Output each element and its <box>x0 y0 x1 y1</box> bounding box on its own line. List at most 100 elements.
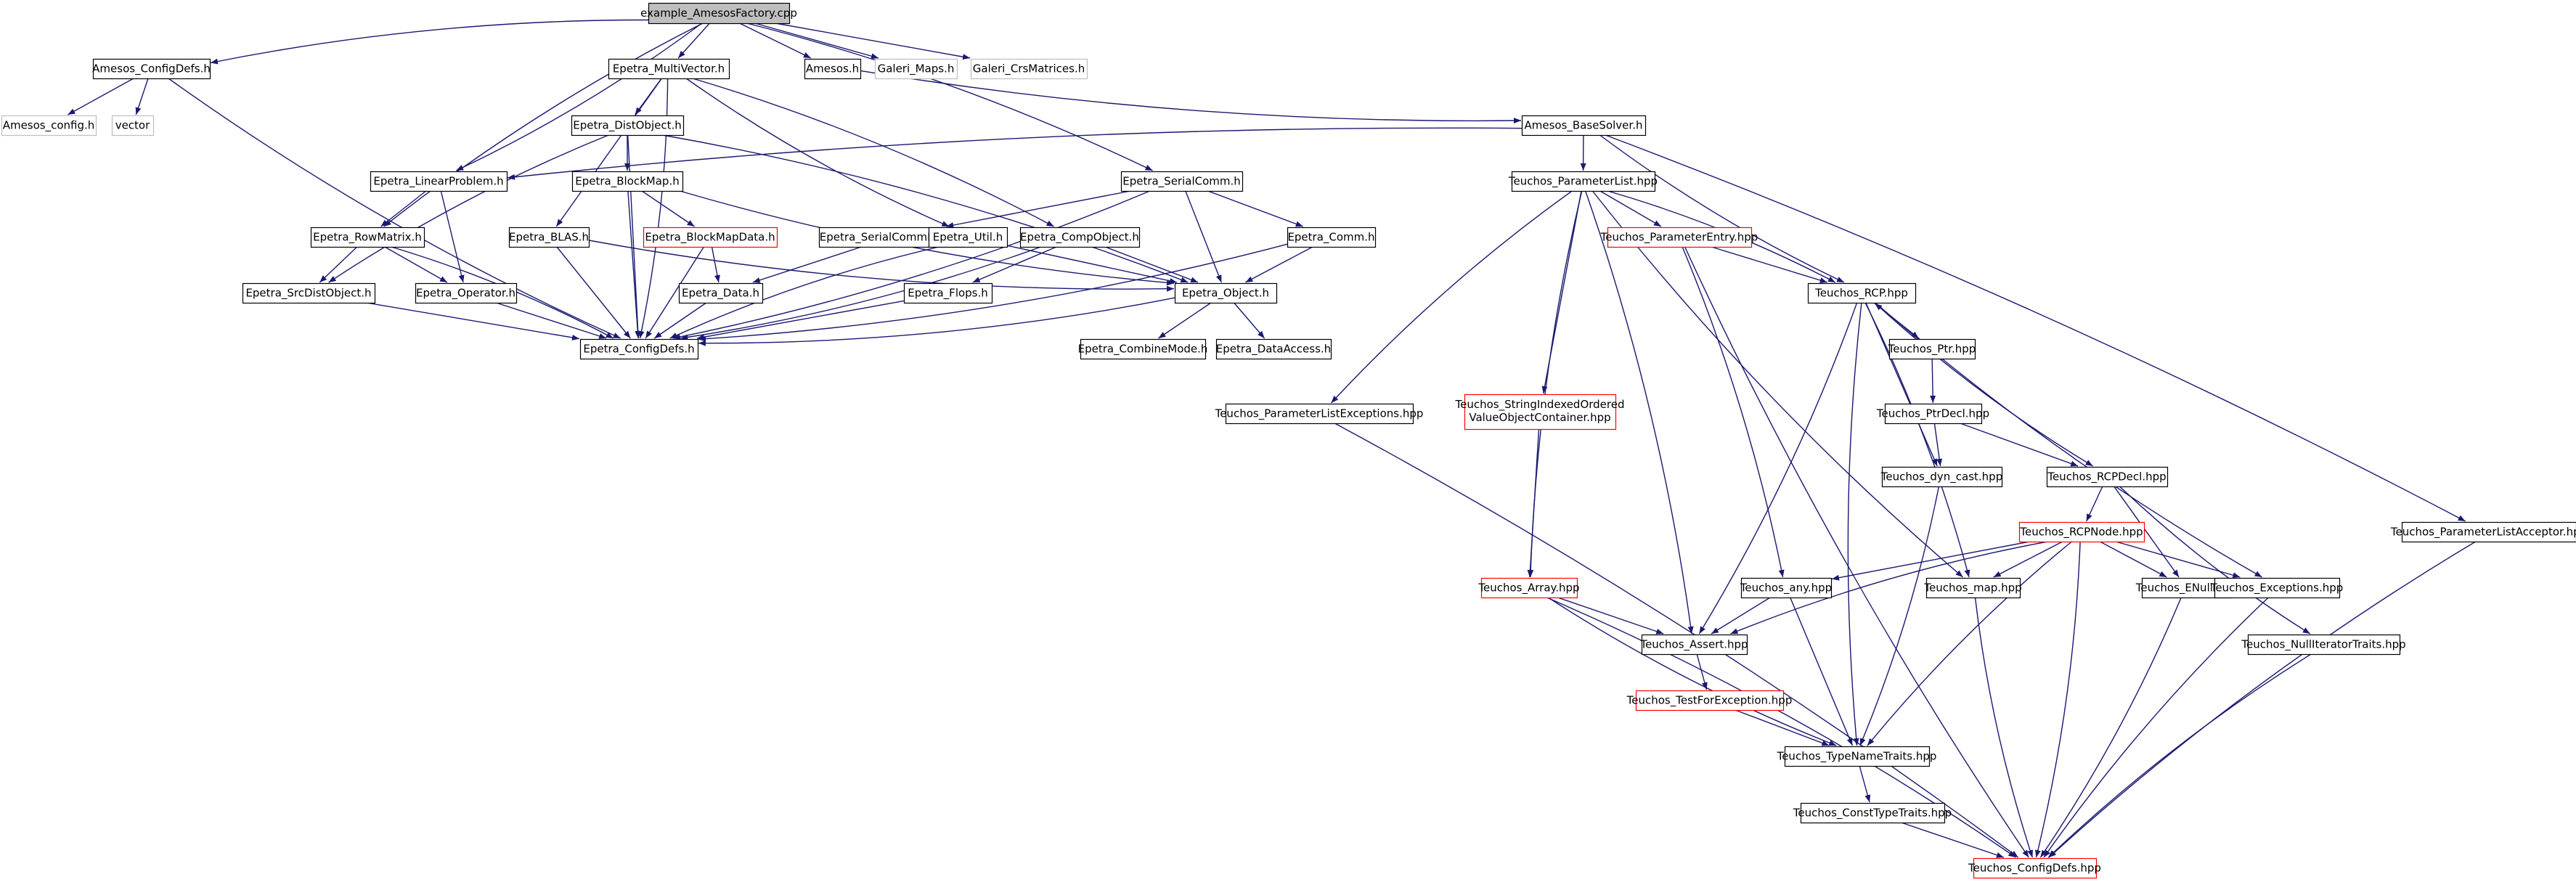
node-box <box>2214 577 2341 599</box>
edge-epetra_rowmatrix-to-epetra_srcdistobject <box>319 246 358 283</box>
node-teuchos-testforexc[interactable]: Teuchos_TestForException.hpp <box>1626 690 1793 711</box>
node-epetra-linearproblem[interactable]: Epetra_LinearProblem.h <box>370 171 508 192</box>
node-teuchos-stringindexed[interactable]: Teuchos_StringIndexedOrderedValueObjectC… <box>1455 393 1625 431</box>
node-epetra-util[interactable]: Epetra_Util.h <box>928 227 1008 248</box>
node-label: Teuchos_dyn_cast.hpp <box>1880 470 2002 484</box>
node-teuchos-plexceptions[interactable]: Teuchos_ParameterListExceptions.hpp <box>1215 403 1424 425</box>
node-epetra-distobject[interactable]: Epetra_DistObject.h <box>571 115 685 136</box>
node-teuchos-ptrdecl[interactable]: Teuchos_PtrDecl.hpp <box>1876 403 1989 425</box>
node-teuchos-nulliter[interactable]: Teuchos_NullIteratorTraits.hpp <box>2241 634 2406 656</box>
node-label: Teuchos_Array.hpp <box>1477 582 1579 595</box>
node-box <box>310 227 425 248</box>
node-epetra-operator[interactable]: Epetra_Operator.h <box>415 282 518 304</box>
node-teuchos-assert[interactable]: Teuchos_Assert.hpp <box>1639 634 1748 656</box>
node-box <box>1800 802 1946 824</box>
node-epetra-compobject[interactable]: Epetra_CompObject.h <box>1019 227 1141 248</box>
node-box <box>579 338 699 360</box>
node-epetra-rowmatrix[interactable]: Epetra_RowMatrix.h <box>310 227 425 248</box>
node-epetra-serialcomm[interactable]: Epetra_SerialComm.h <box>1120 171 1244 192</box>
edge-teuchos_rcpnode-to-teuchos_map <box>1993 541 2063 578</box>
node-box <box>571 115 685 136</box>
edge-teuchos_parameterentry-to-teuchos_any <box>1682 246 1785 578</box>
node-epetra-dataaccess[interactable]: Epetra_DataAccess.h <box>1216 338 1332 360</box>
edge-epetra_compobject-to-epetra_object <box>1104 246 1199 283</box>
node-label: Epetra_BlockMap.h <box>575 175 679 189</box>
node-label: Teuchos_RCPNode.hpp <box>2019 526 2143 539</box>
edge-root-to-epetra_serialcomm <box>746 23 1153 171</box>
node-epetra-combinemode[interactable]: Epetra_CombineMode.h <box>1078 338 1208 360</box>
node-box <box>1480 577 1578 599</box>
edge-teuchos_rcpdecl-to-teuchos_rcpnode <box>2086 486 2103 522</box>
edge-teuchos_rcpnode-to-teuchos_enull <box>2099 541 2167 578</box>
node-box <box>874 58 958 80</box>
node-box <box>415 282 518 304</box>
edge-teuchos_placceptor-to-teuchos_configdefs <box>2048 541 2477 858</box>
edge-teuchos_any-to-teuchos_assert <box>1711 597 1771 635</box>
node-epetra-blas[interactable]: Epetra_BLAS.h <box>508 227 590 248</box>
node-label: Epetra_RowMatrix.h <box>313 231 422 245</box>
node-amesos-h[interactable]: Amesos.h <box>804 58 862 80</box>
edge-teuchos_any-to-teuchos_typenametraits <box>1790 597 1854 746</box>
node-epetra-comm[interactable]: Epetra_Comm.h <box>1287 227 1377 248</box>
node-teuchos-ptr[interactable]: Teuchos_Ptr.hpp <box>1888 338 1976 360</box>
node-teuchos-any[interactable]: Teuchos_any.hpp <box>1740 577 1832 599</box>
node-label: Teuchos_RCP.hpp <box>1814 287 1908 301</box>
edge-epetra_blockmap-to-epetra_configdefs <box>627 190 641 339</box>
node-teuchos-exceptions[interactable]: Teuchos_Exceptions.hpp <box>2210 577 2344 599</box>
node-label: Epetra_CombineMode.h <box>1078 343 1208 356</box>
node-teuchos-typenametraits[interactable]: Teuchos_TypeNameTraits.hpp <box>1777 746 1937 767</box>
node-teuchos-parameterentry[interactable]: Teuchos_ParameterEntry.hpp <box>1600 227 1758 248</box>
node-epetra-srcdistobject[interactable]: Epetra_SrcDistObject.h <box>242 282 376 304</box>
node-label: Teuchos_ParameterListAcceptor.hpp <box>2390 526 2576 539</box>
node-teuchos-placceptor[interactable]: Teuchos_ParameterListAcceptor.hpp <box>2390 521 2576 543</box>
edge-epetra_serialcomm-to-epetra_configdefs <box>672 190 1151 340</box>
edge-teuchos_ptrdecl-to-teuchos_rcpdecl <box>1960 423 2079 467</box>
node-label: Teuchos_StringIndexedOrdered <box>1455 398 1625 412</box>
node-box <box>1521 115 1647 136</box>
node-epetra-object[interactable]: Epetra_Object.h <box>1174 282 1278 304</box>
edge-teuchos_array-to-teuchos_configdefs <box>1546 597 2016 858</box>
edge-epetra_blockmapdata-to-epetra_data <box>711 246 720 283</box>
node-vector: vector <box>111 115 155 136</box>
node-label: Amesos_BaseSolver.h <box>1525 119 1643 133</box>
node-teuchos-parameterlist[interactable]: Teuchos_ParameterList.hpp <box>1508 171 1658 192</box>
node-box <box>1973 857 2098 879</box>
edge-root-to-epetra_linearproblem <box>455 23 703 171</box>
edge-amesos_h-to-amesos_basesolver <box>860 70 1522 124</box>
node-teuchos-rcpdecl[interactable]: Teuchos_RCPDecl.hpp <box>2046 466 2169 488</box>
node-box <box>1225 403 1414 425</box>
node-teuchos-map[interactable]: Teuchos_map.hpp <box>1923 577 2022 599</box>
edge-epetra_compobject-to-epetra_configdefs <box>680 246 1042 340</box>
edge-epetra_multivector-to-epetra_compobject <box>692 78 1054 227</box>
edge-teuchos_ptr-to-teuchos_rcp <box>1874 303 1920 340</box>
node-teuchos-configdefs[interactable]: Teuchos_ConfigDefs.hpp <box>1968 857 2101 879</box>
node-box <box>2401 521 2576 543</box>
node-epetra-configdefs[interactable]: Epetra_ConfigDefs.h <box>579 338 699 360</box>
edge-teuchos_parameterentry-to-teuchos_rcp <box>1711 246 1827 283</box>
edge-teuchos_parameterlist-to-teuchos_array <box>1528 190 1583 578</box>
node-epetra-blockmap[interactable]: Epetra_BlockMap.h <box>571 171 684 192</box>
node-epetra-blockmapdata[interactable]: Epetra_BlockMapData.h <box>643 227 778 248</box>
node-label: Amesos_config.h <box>3 119 95 133</box>
edge-teuchos_assert-to-teuchos_testforexc <box>1696 653 1708 690</box>
node-box <box>2018 521 2145 543</box>
node-label: Epetra_SerialComm.h <box>1122 175 1241 189</box>
edge-teuchos_plexceptions-to-teuchos_configdefs <box>1334 423 2019 858</box>
node-label: Epetra_MultiVector.h <box>613 62 725 76</box>
node-teuchos-rcpnode[interactable]: Teuchos_RCPNode.hpp <box>2018 521 2145 543</box>
node-teuchos-consttypetraits[interactable]: Teuchos_ConstTypeTraits.hpp <box>1793 802 1952 824</box>
node-epetra-data[interactable]: Epetra_Data.h <box>678 282 764 304</box>
node-box <box>1174 282 1278 304</box>
node-teuchos-rcp[interactable]: Teuchos_RCP.hpp <box>1807 282 1917 304</box>
node-amesos-basesolver[interactable]: Amesos_BaseSolver.h <box>1521 115 1647 136</box>
node-amesos-configdefs[interactable]: Amesos_ConfigDefs.h <box>92 58 211 80</box>
node-teuchos-array[interactable]: Teuchos_Array.hpp <box>1477 577 1580 599</box>
node-epetra-multivector[interactable]: Epetra_MultiVector.h <box>608 58 730 80</box>
node-box <box>648 2 791 25</box>
node-epetra-flops[interactable]: Epetra_Flops.h <box>903 282 993 304</box>
edge-teuchos_stringindexed-to-teuchos_array <box>1527 428 1540 578</box>
node-box <box>1287 227 1377 248</box>
node-teuchos-dyncast[interactable]: Teuchos_dyn_cast.hpp <box>1880 466 2002 488</box>
node-root[interactable]: example_AmesosFactory.cpp <box>640 2 797 25</box>
edge-amesos_basesolver-to-teuchos_placceptor <box>1605 134 2466 522</box>
